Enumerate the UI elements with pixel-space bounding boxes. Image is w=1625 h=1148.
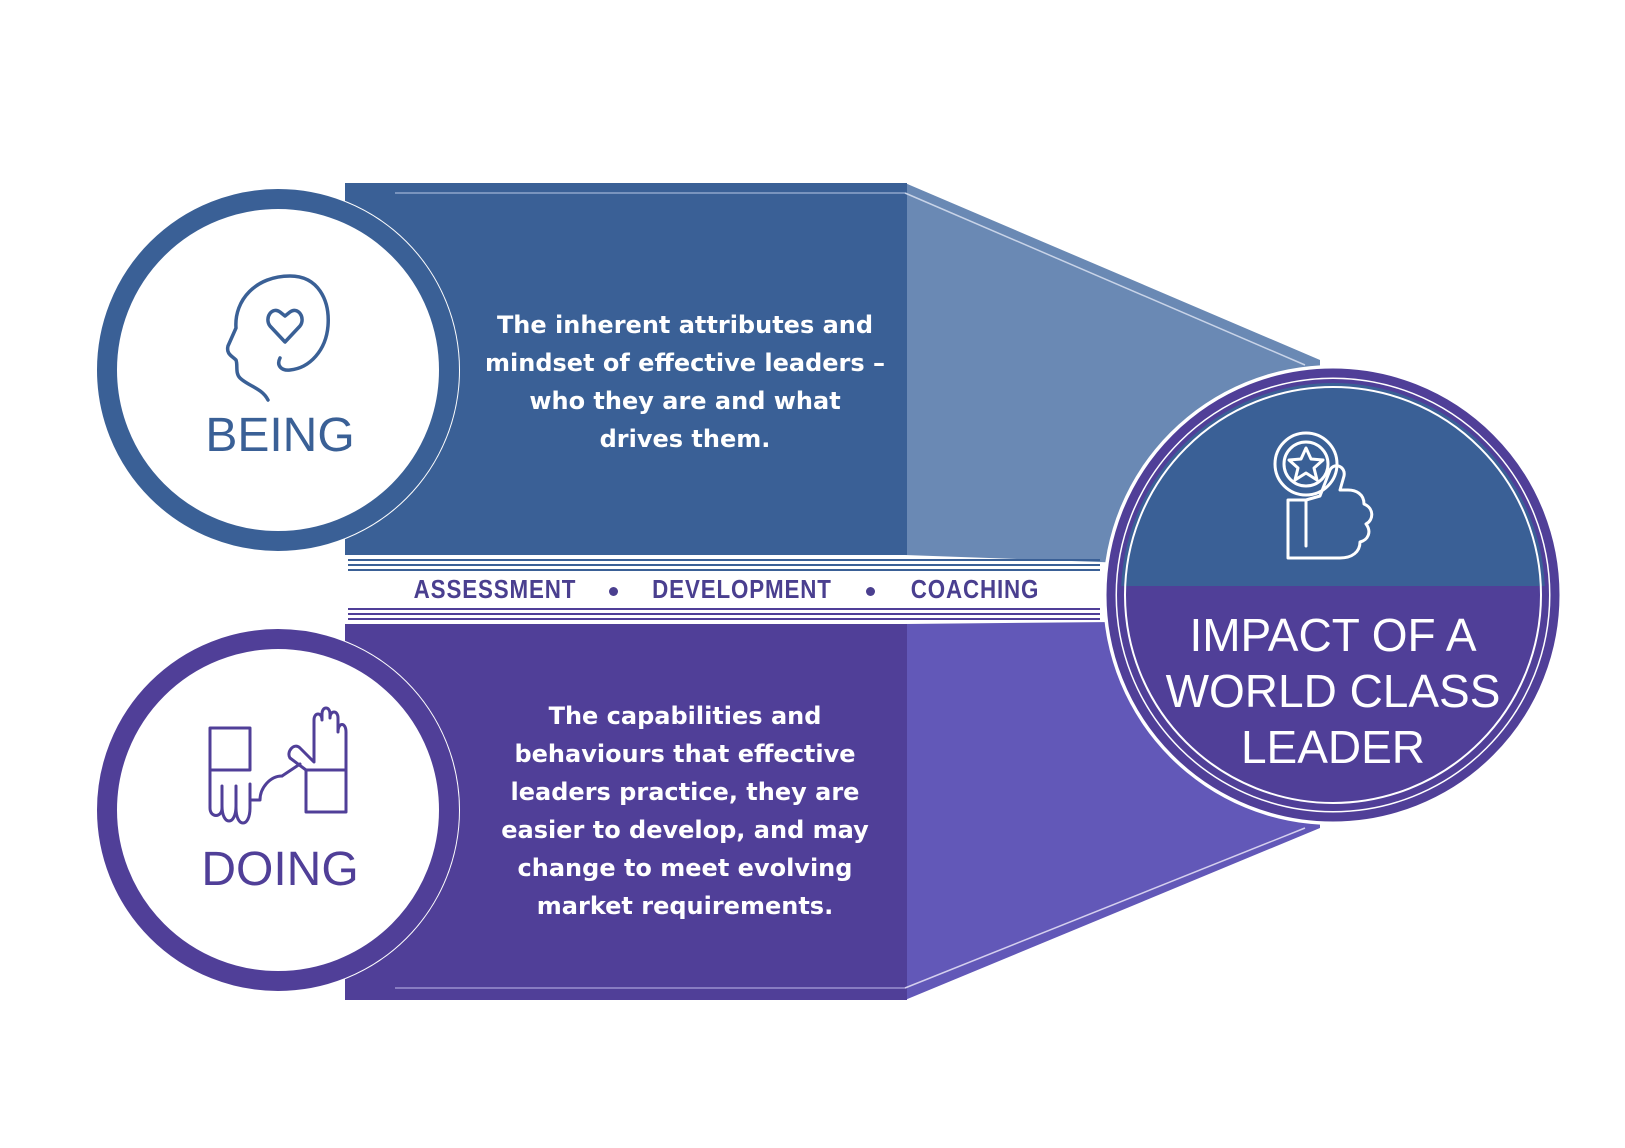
doing-circle (96, 628, 460, 992)
impact-ring-outer (1106, 368, 1560, 822)
doing-circle-ring (97, 629, 459, 991)
impact-title: IMPACT OF A WORLD CLASS LEADER (1165, 609, 1501, 773)
being-circle (96, 188, 460, 552)
band-dot-1 (609, 587, 618, 596)
doing-label: DOING (201, 843, 359, 896)
head-heart-icon (225, 274, 330, 402)
being-circle-ring (97, 189, 459, 551)
band-item-coaching: COACHING (910, 574, 1040, 604)
band-item-development: DEVELOPMENT (652, 574, 832, 604)
impact-ring-inner (1117, 379, 1549, 811)
being-connector-line (904, 192, 1306, 366)
impact-ring-highlight (1124, 386, 1542, 804)
being-label: BEING (205, 409, 355, 462)
band-borders (348, 559, 1100, 620)
star-thumbs-up-icon (1273, 431, 1374, 560)
being-description: The inherent attributes and mindset of e… (485, 311, 886, 453)
doing-connector-line (904, 827, 1306, 989)
handshake-icon (208, 706, 348, 825)
doing-description: The capabilities and behaviours that eff… (501, 702, 869, 920)
band-item-assessment: ASSESSMENT (413, 574, 577, 604)
band-dot-2 (866, 587, 875, 596)
